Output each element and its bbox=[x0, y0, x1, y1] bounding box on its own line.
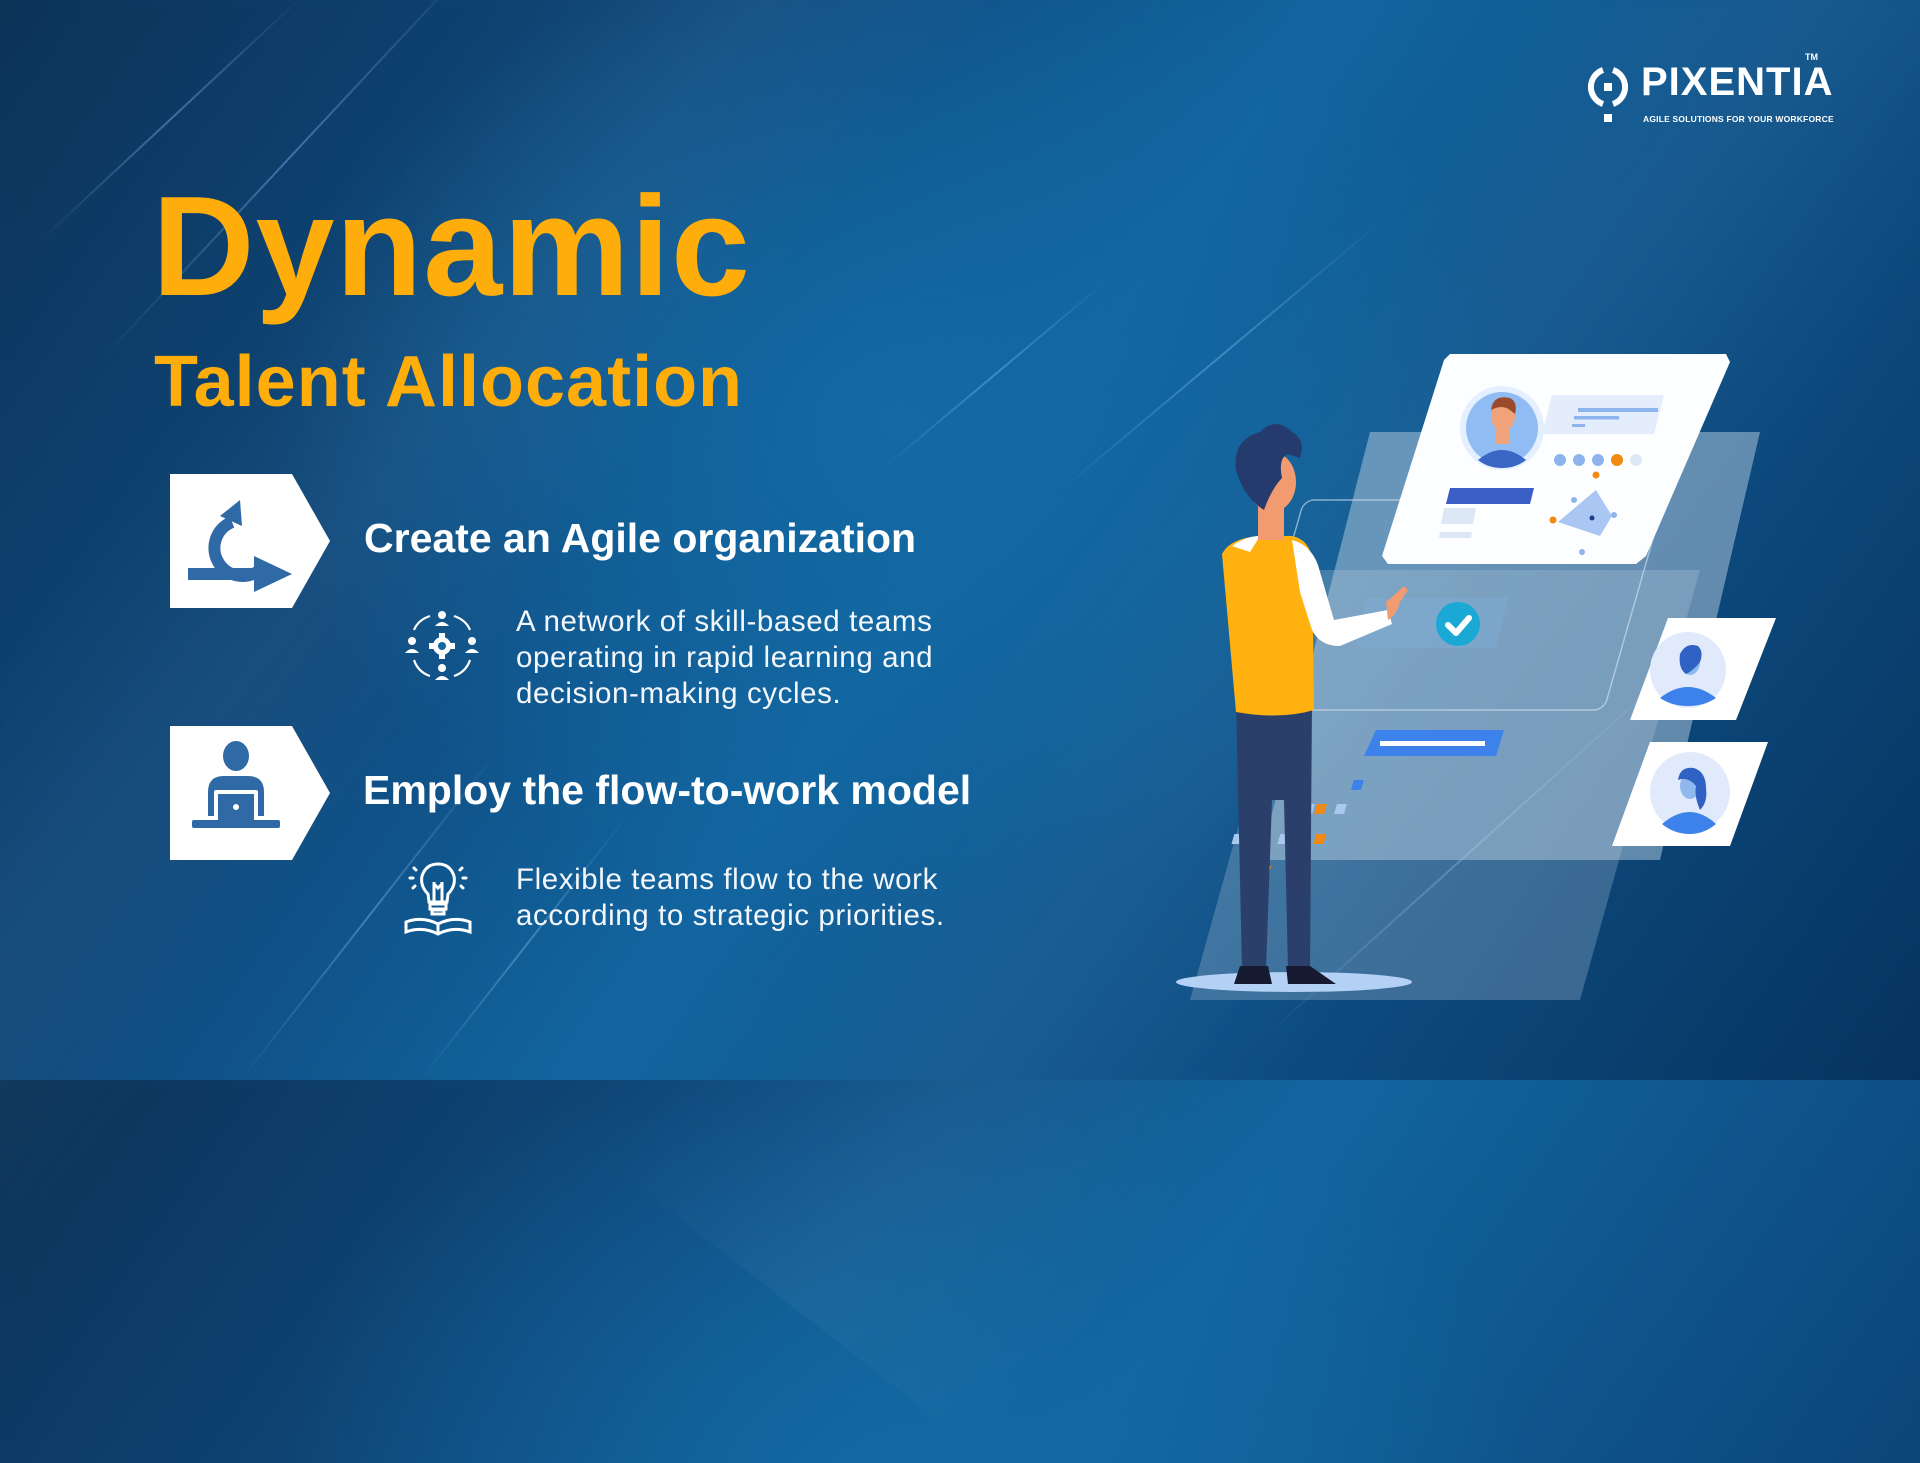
background-light-streak bbox=[419, 812, 631, 1082]
detail-line: Flexible teams flow to the work bbox=[516, 863, 938, 896]
agile-cycle-icon bbox=[188, 500, 292, 592]
person-laptop-icon bbox=[192, 741, 280, 828]
brand-tagline: AGILE SOLUTIONS FOR YOUR WORKFORCE bbox=[1643, 114, 1834, 124]
profile-card-man bbox=[1630, 618, 1776, 720]
detail-line: decision-making cycles. bbox=[516, 677, 842, 710]
feature-badge-flow-to-work bbox=[170, 726, 330, 860]
background-light-streak bbox=[879, 277, 1111, 472]
brand-name: PIXENTIA bbox=[1641, 60, 1834, 104]
page-subtitle: Talent Allocation bbox=[154, 342, 744, 422]
man-character bbox=[1176, 424, 1412, 992]
feature-badge-agile bbox=[170, 474, 330, 608]
team-network-gear-icon bbox=[405, 611, 479, 680]
trademark-symbol: TM bbox=[1805, 52, 1818, 62]
detail-line: operating in rapid learning and bbox=[516, 641, 934, 674]
detail-line: A network of skill-based teams bbox=[516, 605, 933, 638]
lightbulb-book-icon bbox=[404, 862, 472, 936]
talent-selection-illustration bbox=[1176, 354, 1776, 1000]
main-profile-card bbox=[1382, 354, 1730, 564]
detail-line: according to strategic priorities. bbox=[516, 899, 945, 932]
feature-heading-flow-to-work: Employ the flow-to-work model bbox=[363, 767, 972, 813]
pixentia-logo-mark-icon bbox=[1587, 67, 1629, 122]
feature-detail-flow-to-work: Flexible teams flow to the work accordin… bbox=[516, 862, 945, 934]
feature-heading-agile: Create an Agile organization bbox=[364, 515, 917, 561]
feature-detail-agile: A network of skill-based teams operating… bbox=[516, 604, 933, 712]
pixentia-logo: PIXENTIA TM AGILE SOLUTIONS FOR YOUR WOR… bbox=[1586, 52, 1834, 132]
page-title: Dynamic bbox=[152, 167, 751, 326]
profile-card-woman bbox=[1612, 742, 1768, 846]
